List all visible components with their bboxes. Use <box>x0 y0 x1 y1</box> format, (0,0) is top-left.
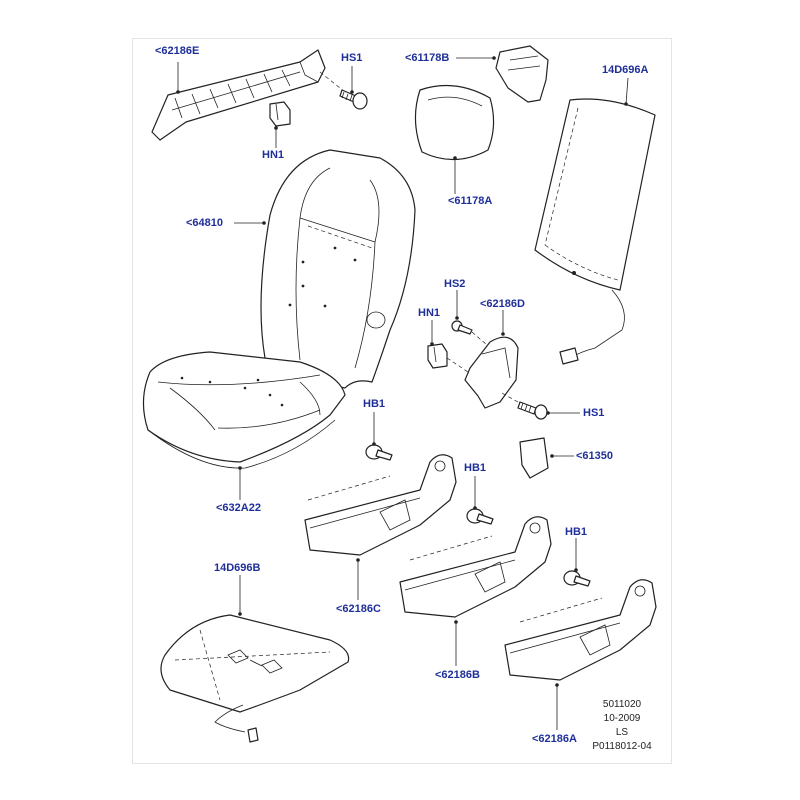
part-HN1-mid <box>427 343 448 369</box>
label-HB1-c: HB1 <box>565 526 588 538</box>
part-HS1-top <box>339 89 368 110</box>
label-62186D: <62186D <box>480 298 525 310</box>
ref-date: 10-2009 <box>603 713 641 724</box>
part-HS1-mid <box>517 401 548 420</box>
part-HS2 <box>451 320 473 335</box>
label-61178A: <61178A <box>448 195 493 207</box>
part-62186E <box>151 49 326 141</box>
part-62186D <box>464 336 519 409</box>
label-HB1-b: HB1 <box>464 462 487 474</box>
part-64810 <box>260 149 416 389</box>
part-HB1-c <box>563 570 591 587</box>
label-HN1-mid: HN1 <box>418 307 441 319</box>
part-62186A <box>504 579 657 681</box>
label-62186A: <62186A <box>532 733 577 745</box>
label-HN1-top: HN1 <box>262 149 285 161</box>
label-64810: <64810 <box>186 217 224 229</box>
label-62186C: <62186C <box>336 603 381 615</box>
label-HB1-a: HB1 <box>363 398 386 410</box>
label-61178B: <61178B <box>405 52 450 64</box>
label-61350: <61350 <box>576 450 614 462</box>
part-HB1-a <box>365 444 393 461</box>
leader-lines <box>176 56 629 730</box>
label-14D696B: 14D696B <box>214 562 261 574</box>
ref-model: LS <box>615 727 629 738</box>
part-61178B <box>495 45 549 103</box>
part-HB1-b <box>466 508 494 525</box>
part-62186C <box>304 454 457 556</box>
ref-illustration-id: P0118012-04 <box>592 741 652 752</box>
part-HN1-top <box>269 101 291 127</box>
label-HS1-mid: HS1 <box>583 407 605 419</box>
label-62186B: <62186B <box>435 669 480 681</box>
ref-code-1: 5011020 <box>602 699 642 710</box>
label-14D696A: 14D696A <box>602 64 649 76</box>
part-14D696B <box>160 614 350 743</box>
label-HS1-top: HS1 <box>341 52 363 64</box>
label-632A22: <632A22 <box>216 502 261 514</box>
label-HS2: HS2 <box>444 278 466 290</box>
part-61350 <box>519 437 549 479</box>
part-632A22 <box>142 351 346 469</box>
label-62186E: <62186E <box>155 45 200 57</box>
part-62186B <box>399 516 552 618</box>
part-14D696A <box>534 98 656 365</box>
part-61178A <box>414 84 495 161</box>
